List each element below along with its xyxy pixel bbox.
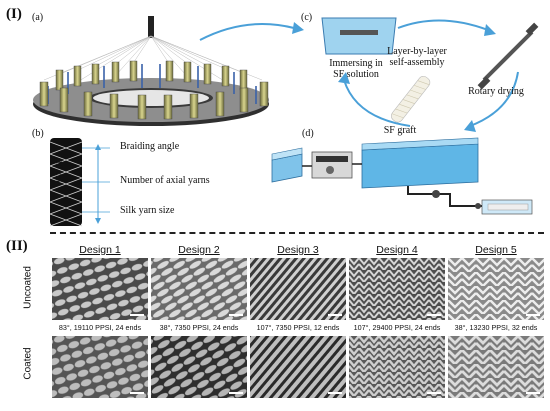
design-header-4: Design 4 [376,244,418,256]
yarn-size-label: Silk yarn size [120,205,175,216]
section-label-II: (II) [6,238,28,254]
scale-bar [526,314,540,316]
lbl-line-2: self-assembly [389,57,445,68]
design-header-2: Design 2 [178,244,220,256]
braiding-machine-illustration [33,16,269,126]
sem-coated-design-3 [250,336,346,398]
sem-coated-design-4 [349,336,445,398]
design-4-params: 107°, 29400 PPSI, 24 ends [353,323,441,332]
immerse-line-2: SF solution [333,69,379,80]
sem-uncoated-design-4 [349,258,445,320]
design-header-3: Design 3 [277,244,319,256]
lbl-line-1: Layer-by-layer [387,46,447,57]
design-5-params: 38°, 13230 PPSI, 32 ends [454,323,538,332]
sem-uncoated-design-3 [250,258,346,320]
sem-coated-design-5 [448,336,544,398]
lbl-step-label: Layer-by-layer self-assembly [372,46,462,68]
scale-bar [229,392,243,394]
immerse-line-1: Immersing in [329,58,383,69]
panel-label-c: (c) [301,12,313,23]
braided-tube-illustration [49,138,110,227]
scale-bar [328,314,342,316]
section-divider [50,232,544,234]
scale-bar [130,392,144,394]
design-header-1: Design 1 [79,244,121,256]
sem-coated-design-1 [52,336,148,398]
axial-yarns-label: Number of axial yarns [120,175,210,186]
scale-bar [328,392,342,394]
sem-uncoated-design-2 [151,258,247,320]
design-2-params: 38°, 7350 PPSI, 24 ends [159,323,239,332]
section-label-I: (I) [6,6,22,22]
scale-bar [427,314,441,316]
panel-label-a: (a) [32,12,44,23]
row-label-coated: Coated [22,347,34,380]
sem-uncoated-design-5 [448,258,544,320]
sem-coated-design-2 [151,336,247,398]
sem-uncoated-design-1 [52,258,148,320]
perfusion-setup-illustration [271,137,533,215]
arrow-to-coating-icon [199,22,304,41]
immerse-step-label: Immersing in SF solution [316,58,396,80]
panel-label-d: (d) [302,128,314,139]
scale-bar [130,314,144,316]
braiding-angle-label: Braiding angle [120,141,180,152]
rotary-step-label: Rotary drying [468,86,524,97]
design-header-5: Design 5 [475,244,517,256]
design-1-params: 83°, 19110 PPSI, 24 ends [58,323,142,332]
scale-bar [526,392,540,394]
scale-bar [229,314,243,316]
scale-bar [427,392,441,394]
row-label-uncoated: Uncoated [22,266,34,309]
tube-length-label: 10 cm [54,160,64,183]
design-3-params: 107°, 7350 PPSI, 12 ends [256,323,340,332]
panel-label-b: (b) [32,128,44,139]
graft-step-label: SF graft [383,125,417,136]
coating-cycle-illustration [321,17,539,132]
